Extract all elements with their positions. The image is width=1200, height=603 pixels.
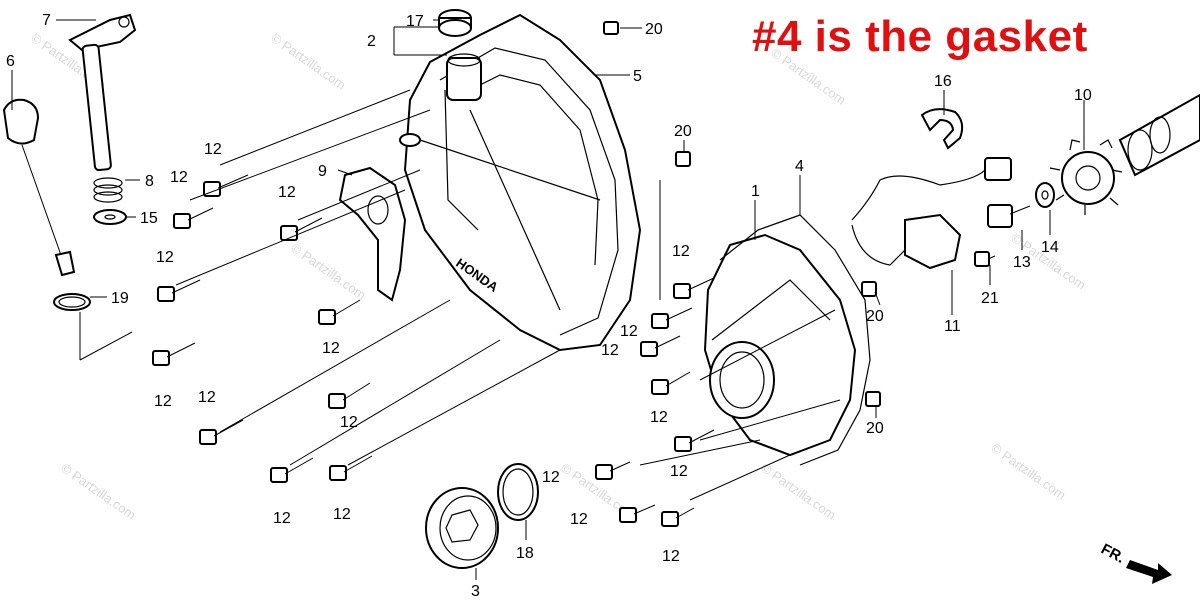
part-labels: 7 6 8 15 19 2 17 20 5 20 9 1 4 16 10 13 … (6, 12, 1092, 600)
part-7-lever (68, 13, 137, 172)
label-part-12: 12 (278, 184, 296, 201)
label-part-19: 19 (111, 290, 129, 307)
label-part-11: 11 (944, 318, 961, 335)
part-5-clutch-cover: HONDA (399, 13, 642, 352)
label-part-17: 17 (406, 13, 424, 30)
part-9-plate (338, 166, 407, 302)
label-part-20: 20 (645, 21, 663, 38)
label-part-12: 12 (204, 141, 222, 158)
part-19-oring (53, 293, 91, 311)
part-8-spring (93, 177, 123, 203)
label-part-12: 12 (322, 340, 340, 357)
bolt (280, 217, 323, 241)
leader-lines (11, 19, 1085, 580)
part-4-gasket (719, 214, 871, 466)
part-13-bolt (987, 204, 1031, 228)
label-part-12: 12 (154, 393, 172, 410)
label-part-20: 20 (866, 308, 884, 325)
bolt (199, 419, 244, 445)
label-part-12: 12 (601, 342, 619, 359)
bolt (173, 207, 214, 229)
label-part-5: 5 (633, 68, 642, 85)
label-part-13: 13 (1013, 254, 1031, 271)
part-1-generator-cover (703, 233, 857, 457)
part-16-clamp (920, 108, 964, 150)
label-part-12: 12 (672, 243, 690, 260)
label-part-9: 9 (318, 163, 327, 180)
bolt (651, 371, 691, 395)
watermark: © Partzilla.com (758, 460, 838, 523)
label-part-16: 16 (934, 73, 952, 90)
bolt (203, 174, 249, 197)
watermark: © Partzilla.com (768, 45, 848, 108)
label-part-8: 8 (145, 173, 154, 190)
watermark: © Partzilla.com (988, 440, 1068, 503)
label-part-7: 7 (42, 12, 51, 29)
label-part-6: 6 (6, 53, 15, 70)
label-part-10: 10 (1074, 87, 1092, 104)
label-part-12: 12 (156, 249, 174, 266)
label-part-2: 2 (367, 33, 376, 50)
bolt (152, 342, 196, 366)
label-part-20: 20 (674, 123, 692, 140)
bolt (318, 299, 361, 325)
part-21-screw (974, 251, 996, 267)
bolt (329, 455, 373, 481)
label-part-4: 4 (795, 158, 804, 175)
label-part-12: 12 (542, 469, 560, 486)
part-3-cap (425, 487, 499, 569)
label-part-14: 14 (1041, 239, 1059, 256)
bolt (673, 277, 715, 299)
part-14-washer (1035, 182, 1055, 208)
bolt (157, 279, 201, 302)
label-part-21: 21 (981, 290, 999, 307)
label-part-18: 18 (516, 545, 534, 562)
bolt (595, 461, 631, 480)
bolt (674, 429, 715, 452)
label-part-12: 12 (170, 169, 188, 186)
bolt (619, 504, 656, 523)
annotation-title: #4 is the gasket (752, 12, 1088, 61)
bolt (661, 507, 695, 527)
label-part-12: 12 (273, 510, 291, 527)
label-part-12: 12 (662, 548, 680, 565)
label-part-12: 12 (340, 414, 358, 431)
label-part-12: 12 (670, 463, 688, 480)
watermark: © Partzilla.com (268, 30, 348, 93)
label-part-1: 1 (751, 183, 760, 200)
part-17-cap (438, 9, 472, 37)
direction-label: FR. (1098, 541, 1127, 567)
part-20-dowels (603, 21, 881, 407)
shaft (1118, 93, 1200, 177)
bolt (651, 307, 693, 329)
part-15-washer (93, 209, 127, 225)
part-10-sprocket (1049, 139, 1123, 215)
label-part-12: 12 (333, 506, 351, 523)
label-part-12: 12 (570, 511, 588, 528)
label-part-12: 12 (620, 323, 638, 340)
watermark: © Partzilla.com (58, 460, 138, 523)
label-part-12: 12 (650, 409, 668, 426)
bolt (270, 457, 314, 483)
label-part-12: 12 (198, 389, 216, 406)
bolt (328, 382, 371, 409)
label-part-15: 15 (140, 210, 158, 227)
part-6-dipstick (2, 98, 76, 277)
bolt-group (152, 174, 715, 527)
bolt (640, 335, 681, 357)
label-part-3: 3 (471, 583, 480, 600)
label-part-20: 20 (866, 420, 884, 437)
part-18-oring (497, 463, 539, 521)
part-11-sensor (851, 157, 1012, 270)
direction-arrow: FR. (1098, 541, 1172, 584)
watermark: © Partzilla.com (288, 240, 368, 303)
